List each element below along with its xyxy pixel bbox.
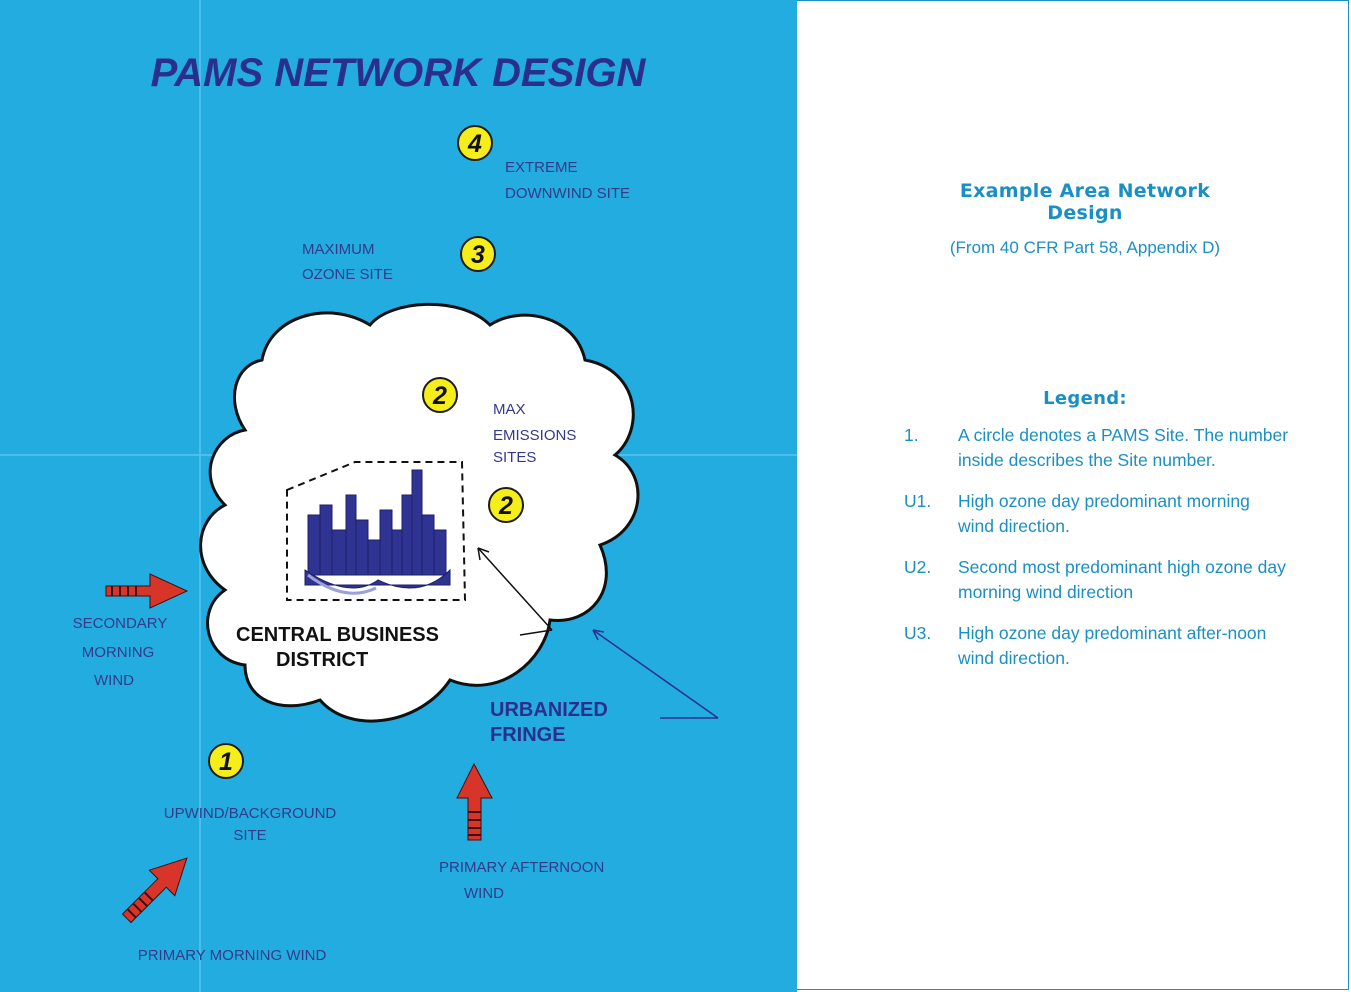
primary-morning-wind-arrow [121, 857, 188, 924]
site-number: 3 [471, 241, 485, 269]
site-4-label-line2: DOWNWIND SITE [505, 185, 630, 202]
site-circle [208, 743, 244, 779]
legend-item: U2. Second most predominant high ozone d… [880, 555, 1290, 605]
site-4: 4 [457, 125, 493, 161]
cbd-label-line2: DISTRICT [276, 649, 368, 671]
legend-item: U3. High ozone day predominant after-noo… [880, 621, 1290, 671]
legend-item: 1. A circle denotes a PAMS Site. The num… [880, 423, 1290, 473]
site-3: 3 [460, 236, 496, 272]
urbanized-fringe-pointer [592, 629, 719, 719]
panel-title: Example Area Network Design [880, 180, 1290, 224]
cbd-dashed-boundary [286, 461, 467, 601]
cbd-label-line1: CENTRAL BUSINESS [236, 624, 439, 646]
panel-title-line2: Design [1047, 202, 1123, 224]
site-number: 4 [467, 130, 482, 158]
site-circle [460, 236, 496, 272]
primary-morning-wind-label: PRIMARY MORNING WIND [138, 947, 327, 964]
secondary-wind-label-line2: MORNING [82, 644, 155, 661]
legend-item-number: U3. [904, 623, 932, 643]
urbanized-fringe-label-line1: URBANIZED [490, 699, 608, 721]
panel-source: (From 40 CFR Part 58, Appendix D) [949, 238, 1221, 257]
site-circle [457, 125, 493, 161]
panel-title-line1: Example Area Network [959, 180, 1211, 202]
primary-afternoon-wind-arrow [456, 762, 493, 841]
site-3-label-line1: MAXIMUM [302, 241, 375, 258]
site-2-a: 2 [422, 377, 458, 413]
pams-network-diagram: PAMS NETWORK DESIGN 4 EXTREME DOWNWIND S… [0, 0, 797, 992]
legend-item: U1. High ozone day predominant morning w… [880, 489, 1290, 539]
legend-item-number: 1. [904, 425, 919, 445]
legend-list: 1. A circle denotes a PAMS Site. The num… [880, 423, 1290, 671]
site-1-label-line2: SITE [233, 827, 266, 844]
site-2-label-line2: EMISSIONS [493, 427, 576, 444]
site-1-label-line1: UPWIND/BACKGROUND [164, 805, 337, 822]
legend-item-text: High ozone day predominant after-noon wi… [958, 623, 1267, 668]
site-2-label-line1: MAX [493, 401, 526, 418]
secondary-wind-label-line1: SECONDARY [73, 615, 168, 632]
site-circle [422, 377, 458, 413]
site-number: 2 [432, 382, 447, 410]
site-3-label-line2: OZONE SITE [302, 266, 393, 283]
legend-item-number: U2. [904, 557, 932, 577]
site-number: 1 [219, 748, 233, 776]
legend-item-text: Second most predominant high ozone day m… [958, 557, 1286, 602]
site-1: 1 [208, 743, 244, 779]
secondary-morning-wind-arrow [105, 573, 189, 609]
secondary-wind-label-line3: WIND [94, 672, 134, 689]
diagram-title: PAMS NETWORK DESIGN [151, 51, 647, 95]
urbanized-fringe-label-line2: FRINGE [490, 724, 566, 746]
site-circle [488, 487, 524, 523]
primary-afternoon-wind-label-line1: PRIMARY AFTERNOON [439, 859, 604, 876]
legend-title: Legend: [1043, 388, 1127, 409]
legend-item-number: U1. [904, 491, 932, 511]
legend-item-text: High ozone day predominant morning wind … [958, 491, 1250, 536]
pointer-lines [477, 547, 553, 636]
city-skyline-icon [304, 469, 451, 595]
site-2-b: 2 [488, 487, 524, 523]
right-panel: Example Area Network Design (From 40 CFR… [880, 180, 1290, 687]
primary-afternoon-wind-label-line2: WIND [464, 885, 504, 902]
site-4-label-line1: EXTREME [505, 159, 578, 176]
site-number: 2 [498, 492, 513, 520]
site-2-label-line3: SITES [493, 449, 536, 466]
legend-item-text: A circle denotes a PAMS Site. The number… [958, 425, 1289, 470]
